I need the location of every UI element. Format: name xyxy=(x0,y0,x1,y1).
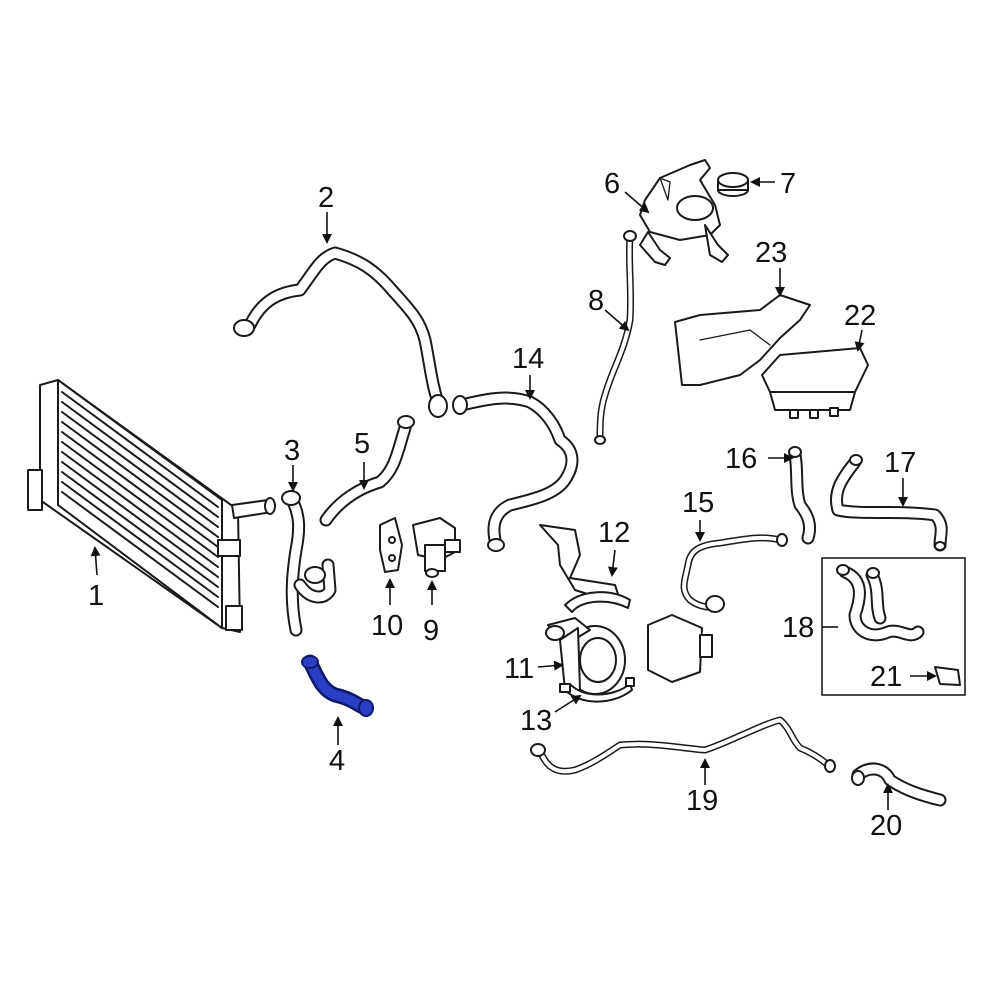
callout-9: 9 xyxy=(423,615,439,647)
part-15-hose[interactable] xyxy=(680,533,788,613)
callout-19: 19 xyxy=(686,785,718,817)
callout-8: 8 xyxy=(588,285,604,317)
callout-13: 13 xyxy=(520,705,552,737)
part-9-valve[interactable] xyxy=(412,517,461,578)
callout-11: 11 xyxy=(504,653,534,685)
callout-labels: 1 2 3 4 5 6 7 8 9 10 11 12 13 14 15 16 1… xyxy=(88,168,916,842)
callout-15: 15 xyxy=(682,487,714,519)
part-19-pipe[interactable] xyxy=(530,716,836,775)
callout-16: 16 xyxy=(725,443,757,475)
callout-7: 7 xyxy=(780,168,796,200)
part-16-hose[interactable] xyxy=(788,446,817,545)
part-6-expansion-tank[interactable] xyxy=(639,159,729,266)
callout-10: 10 xyxy=(371,610,403,642)
part-7-cap[interactable] xyxy=(717,172,749,197)
callout-21: 21 xyxy=(870,661,902,693)
part-2-upper-hose[interactable] xyxy=(233,246,448,418)
part-23-bracket[interactable] xyxy=(674,294,811,386)
part-21-clip[interactable] xyxy=(934,666,961,686)
part-22-control-unit[interactable] xyxy=(761,347,869,419)
callout-23: 23 xyxy=(755,237,787,269)
part-4-hose-highlighted[interactable] xyxy=(301,654,374,717)
part-20-hose[interactable] xyxy=(851,762,947,807)
part-14-hose[interactable] xyxy=(452,391,579,552)
callout-2: 2 xyxy=(318,182,334,214)
part-8-vent-line[interactable] xyxy=(594,230,637,445)
part-17-hose[interactable] xyxy=(830,454,948,552)
callout-18: 18 xyxy=(782,612,814,644)
callout-6: 6 xyxy=(604,168,620,200)
part-3-hose[interactable] xyxy=(281,490,337,637)
part-5-hose[interactable] xyxy=(319,415,415,527)
callout-14: 14 xyxy=(512,343,544,375)
part-1-radiator[interactable] xyxy=(27,379,276,633)
callout-3: 3 xyxy=(284,435,300,467)
part-12-pump-bracket[interactable] xyxy=(539,524,631,613)
callout-20: 20 xyxy=(870,810,902,842)
callout-12: 12 xyxy=(598,517,630,549)
part-11-pump[interactable] xyxy=(545,617,626,695)
part-13-clamp[interactable] xyxy=(559,677,635,703)
callout-22: 22 xyxy=(844,300,876,332)
callout-1: 1 xyxy=(88,580,104,612)
callout-17: 17 xyxy=(884,447,916,479)
relay-module xyxy=(647,614,713,683)
callout-4: 4 xyxy=(329,745,345,777)
callout-5: 5 xyxy=(354,428,370,460)
part-18-hose-assembly[interactable] xyxy=(836,564,925,642)
part-10-bracket[interactable] xyxy=(379,517,403,573)
leader-lines xyxy=(90,177,937,810)
